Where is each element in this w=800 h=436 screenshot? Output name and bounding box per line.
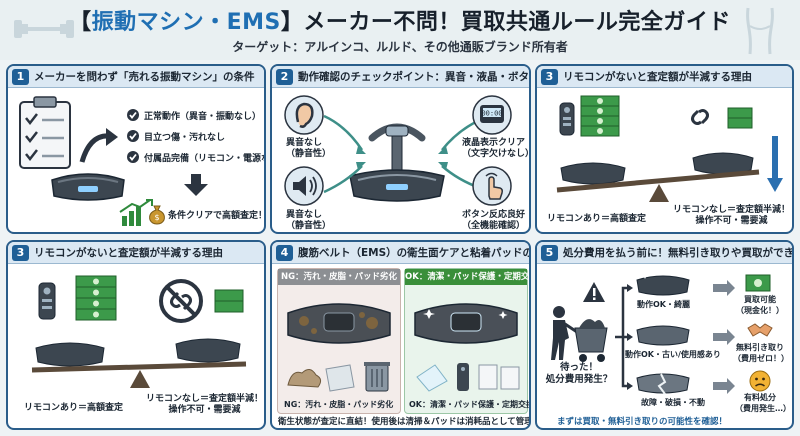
- branch-arrows: [615, 280, 735, 394]
- condition-label: 動作OK・綺麗: [637, 300, 690, 309]
- cash-small-icon: [214, 289, 244, 313]
- page-subtitle: ターゲット：アルインコ、ルルド、その他通販ブランド所有者: [232, 40, 568, 54]
- standing-vibration-machine-icon: [349, 123, 445, 202]
- lcd-display-icon: 00:00: [472, 95, 512, 135]
- worried-face-icon: [749, 370, 771, 392]
- condition-label: 動作OK・古い/使用感あり: [625, 350, 721, 359]
- disposal-question: 待った！処分費用発生？: [545, 362, 613, 385]
- result-label: 有料処分（費用発生…）: [735, 393, 791, 413]
- condition-item: 正常動作（異音・振動なし）: [144, 112, 262, 122]
- finger-press-icon: [472, 166, 512, 206]
- condition-item: 付属品完備（リモコン・電源など）: [144, 154, 264, 164]
- down-arrow-icon: [767, 136, 783, 192]
- ok-caption: OK：清潔・パッド保護・定期交換: [409, 400, 531, 409]
- checklist-icon: [19, 96, 71, 169]
- header: 【振動マシン・EMS】メーカー不問！買取共通ルール完全ガイド ターゲット：アルイ…: [0, 0, 800, 60]
- title-accent: 振動マシン・EMS: [91, 10, 281, 35]
- seesaw-scale: [556, 152, 760, 202]
- with-remote-label: リモコンあり＝高額査定: [547, 214, 647, 224]
- ng-section: NG：汚れ・皮脂・パッド劣化 NG：汚れ・皮脂・パッド劣化: [277, 268, 401, 414]
- panel-number: 1: [12, 69, 29, 85]
- money-bag-icon: $: [149, 205, 165, 225]
- person-with-cart-icon: [551, 306, 608, 362]
- speaker-icon: [284, 166, 324, 206]
- vibration-machine-icon: [636, 274, 690, 296]
- svg-text:00:00: 00:00: [481, 110, 502, 118]
- button-check-label: ボタン反応良好（全機能確認）: [462, 210, 526, 231]
- arrow-right-icon: [79, 128, 118, 163]
- connector-lines: [323, 114, 481, 194]
- down-arrow-icon: [184, 174, 208, 196]
- worn-pads-icon: [287, 362, 390, 392]
- remote-control-icon: [38, 282, 56, 320]
- result-label: 無料引き取り（費用ゼロ！）: [733, 343, 789, 363]
- condition-label: 故障・破損・不動: [641, 398, 705, 407]
- hygiene-footer: 衛生状態が査定に直結！使用後は清掃＆パッドは消耗品として管理: [278, 417, 531, 427]
- without-remote-label: リモコンなし＝査定額半減！操作不可・需要減: [146, 394, 264, 415]
- broken-link-icon: [691, 109, 709, 125]
- lcd-check-label: 液晶表示クリア（文字欠けなし）: [462, 138, 531, 159]
- growth-money-icon: [119, 199, 153, 226]
- dirty-ems-belt-icon: [287, 303, 391, 344]
- svg-text:$: $: [154, 213, 159, 222]
- cash-small-icon: [727, 107, 753, 129]
- panel-number: 4: [276, 245, 293, 261]
- ear-icon: [284, 95, 324, 135]
- no-remote-icon: [159, 279, 203, 323]
- without-remote-label: リモコンなし＝査定額半減！操作不可・需要減: [673, 205, 791, 226]
- panel-number: 2: [276, 69, 293, 85]
- handshake-icon: [747, 323, 773, 337]
- broken-machine-icon: [636, 373, 690, 395]
- ng-caption: NG：汚れ・皮脂・パッド劣化: [284, 400, 394, 409]
- body-shape-icon: [746, 7, 774, 55]
- quiet-check-label: 異音なし（静音性）: [286, 138, 332, 159]
- panel-number: 3: [541, 69, 558, 85]
- panel-number: 3: [12, 245, 29, 261]
- seesaw-scale: [31, 338, 247, 388]
- dumbbell-icon: [14, 20, 74, 38]
- condition-item: 目立つ傷・汚れなし: [144, 133, 226, 143]
- check-circle-icon: [127, 109, 139, 163]
- new-pads-icon: [416, 363, 520, 392]
- cash-icon: [745, 274, 771, 292]
- quiet-check-label: 異音なし（静音性）: [286, 210, 332, 231]
- ok-header: OK：清潔・パッド保護・定期交換: [405, 269, 529, 285]
- clean-ems-belt-icon: [414, 303, 518, 344]
- disposal-footer: まずは買取・無料引き取りの可能性を確認！: [557, 417, 728, 427]
- cash-stack-icon: [75, 275, 117, 321]
- ok-section: OK：清潔・パッド保護・定期交換 OK：清潔・パッド保護・定期交換: [404, 268, 531, 414]
- warning-icon: [583, 282, 605, 302]
- page-title: 【振動マシン・EMS】メーカー不問！買取共通ルール完全ガイド: [69, 10, 731, 35]
- remote-control-icon: [559, 102, 575, 136]
- cash-stack-icon: [580, 95, 620, 137]
- panel-number: 5: [541, 245, 558, 261]
- result-label: 買取可能（現金化！）: [736, 295, 784, 315]
- ng-header: NG：汚れ・皮脂・パッド劣化: [278, 269, 400, 285]
- with-remote-label: リモコンあり＝高額査定: [24, 403, 124, 413]
- vibration-machine-icon: [51, 173, 125, 201]
- vibration-machine-icon: [636, 325, 690, 346]
- high-appraisal-note: 条件クリアで高額査定！: [168, 211, 266, 221]
